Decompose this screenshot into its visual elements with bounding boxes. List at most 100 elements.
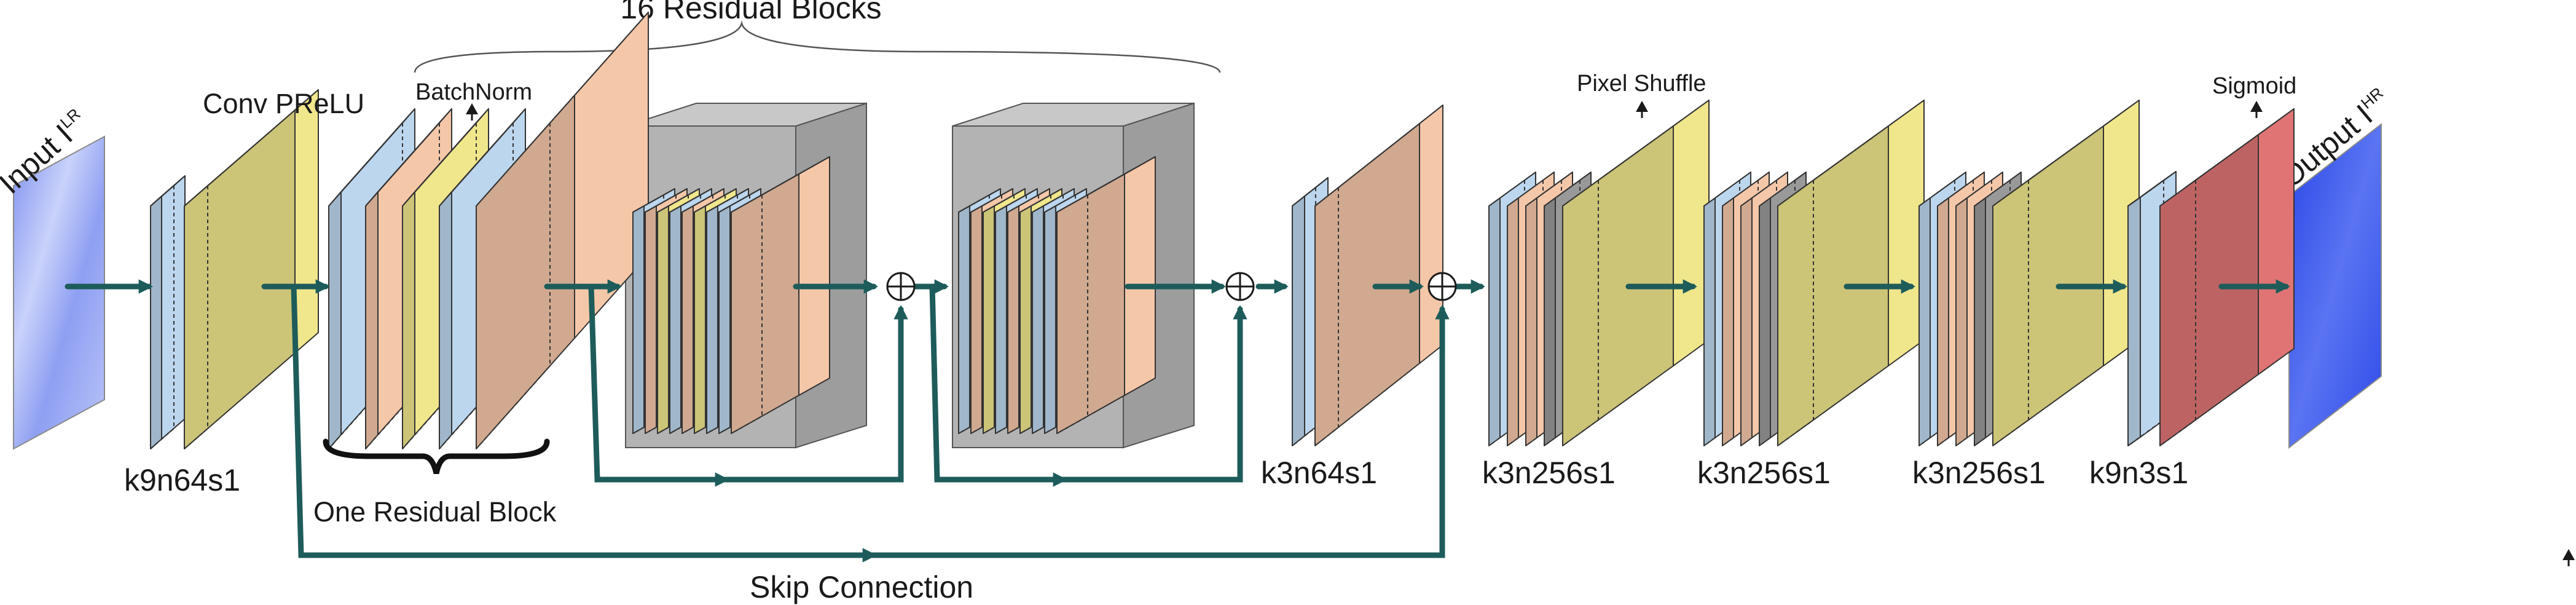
layer-spec-k9n64s1: k9n64s1 (124, 463, 240, 497)
residual-1-layer-8-hidden-edge (718, 195, 750, 434)
layer-spec-k3n64s1: k3n64s1 (1261, 456, 1377, 490)
residual-2-layer-3-hidden-edge (983, 195, 1015, 434)
initial-layer-1-edge (150, 196, 162, 449)
residual-2-layer-3-edge (983, 205, 995, 434)
residual-2-layer-9-face (1124, 156, 1156, 396)
residual-1-layer-8-top (718, 188, 761, 213)
residual-2-layer-4-hidden-edge (995, 195, 1027, 434)
initial-layer-1-top (150, 175, 186, 207)
upsample-3-layer-5-top (1992, 100, 2140, 207)
residual-2-layer-8-edge (1044, 205, 1056, 434)
residual-2-layer-9-hidden-edge (1056, 195, 1088, 434)
upsample-1-layer-4-edge (1544, 197, 1556, 446)
sum-node-3 (1427, 272, 1457, 301)
residual-1-layer-4-hidden-edge (669, 195, 701, 434)
upsample-3-layer-3-edge (1955, 197, 1968, 446)
residual-2-layer-3-top (983, 188, 1026, 213)
pixel-shuffle-pointer-icon (1636, 101, 1648, 112)
residual-1-layer-2-top (645, 188, 688, 213)
residual-skip-1 (588, 283, 908, 483)
corner-pointer-icon (2562, 549, 2575, 560)
sum-node-1 (886, 272, 916, 301)
top-brace (414, 20, 1221, 73)
skip-connection-label: Skip Connection (750, 570, 973, 604)
upsample-2-layer-3-edge (1740, 197, 1753, 446)
residual-2-layer-1-edge (958, 205, 970, 434)
arrow-group (65, 279, 2291, 563)
residual-1-layer-5-edge (681, 205, 694, 434)
final-layer-1-edge (2127, 197, 2141, 446)
residual-2-layer-1-top (958, 188, 1001, 213)
final-layer-2-slab (2159, 108, 2295, 446)
one-residual-block-brace (323, 438, 550, 475)
residual-2-layer-1-hidden-edge (958, 195, 990, 434)
residual-1-layer-1-top (632, 188, 675, 213)
post-residual-layer-2-face (1419, 105, 1443, 364)
residual-2-layer-9-edge (1056, 173, 1125, 434)
residual-2-layer-2-edge (970, 205, 983, 434)
residual-1-layer-5-hidden-edge (681, 195, 713, 434)
residual-2-layer-4-top (995, 188, 1038, 213)
upsample-3-layer-5-hidden-edge (1992, 180, 2029, 446)
residual-skip-2 (929, 283, 1247, 483)
residual-1-layer-7-hidden-edge (706, 195, 738, 434)
residual-1-layer-9-face (798, 156, 830, 396)
residual-1-layer-5-top (681, 188, 724, 213)
final-layer-2-top (2159, 108, 2295, 207)
upsample-1-layer-5-top (1562, 100, 1710, 207)
post-residual-layer-2-slab (1314, 105, 1443, 446)
post-residual-layer-1-edge (1292, 196, 1305, 446)
residual-1-layer-6-top (694, 188, 737, 213)
residual-1-layer-8-edge (718, 205, 731, 434)
residual-1-layer-1-edge (632, 205, 645, 434)
residual-block-layer-4-edge (439, 191, 452, 449)
upsample-1-layer-5-slab (1562, 100, 1710, 446)
upsample-1-layer-5-hidden-edge (1562, 180, 1599, 446)
residual-block-layer-2-top (365, 108, 452, 207)
residual-1-layer-3-edge (657, 205, 669, 434)
batchnorm-label: BatchNorm (415, 79, 532, 105)
residual-1-layer-9-slab (731, 156, 830, 434)
input-lr-image (13, 135, 105, 450)
layer-spec-k3n256s1-c: k3n256s1 (1912, 456, 2046, 490)
upsample-2-layer-1-edge (1703, 197, 1716, 446)
residual-block-layer-4-top (439, 108, 526, 207)
residual-1-layer-7-edge (706, 205, 718, 434)
post-residual-layer-1-top (1292, 177, 1329, 207)
one-residual-block-label: One Residual Block (313, 496, 557, 528)
residual-1-layer-9-top (731, 156, 830, 213)
upsample-1-layer-2-edge (1507, 197, 1519, 446)
residual-1-layer-6-edge (694, 205, 706, 434)
residual-1-layer-6-hidden-edge (694, 195, 726, 434)
upsample-3-layer-1-edge (1918, 197, 1931, 446)
upsample-2-layer-5-slab (1777, 100, 1925, 446)
conv-label: Conv (203, 88, 268, 119)
residual-2-layer-7-edge (1032, 205, 1044, 434)
upsample-2-layer-5-hidden-edge (1777, 180, 1814, 446)
residual-1-layer-9-hidden-edge (731, 195, 763, 434)
residual-2-layer-7-top (1032, 188, 1075, 213)
initial-layer-1-slab (150, 175, 186, 449)
residual-2-layer-6-top (1019, 188, 1062, 213)
upsample-3-layer-2-edge (1937, 197, 1949, 446)
residual-block-layer-2-edge (365, 191, 379, 449)
residual-block-layer-5-slab (476, 12, 649, 449)
residual-2-layer-6-edge (1019, 205, 1032, 434)
residual-2-layer-9-top (1056, 156, 1156, 213)
residual-1-layer-2-edge (645, 205, 657, 434)
residual-2-layer-5-edge (1007, 205, 1019, 434)
upsample-3-layer-5-slab (1992, 100, 2140, 446)
residual-2-layer-5-hidden-edge (1007, 195, 1039, 434)
residual-2-layer-8-hidden-edge (1044, 195, 1076, 434)
layer-group (150, 12, 2295, 449)
residual-2-layer-6-hidden-edge (1019, 195, 1051, 434)
residual-2-layer-8-top (1044, 188, 1087, 213)
residual-block-layer-3-edge (402, 191, 415, 449)
batchnorm-pointer-icon (466, 103, 478, 114)
sum-node-2 (1225, 272, 1255, 301)
residual-2-layer-2-top (970, 188, 1013, 213)
residual-block-layer-3-top (402, 108, 489, 207)
residual-2-layer-5-top (1007, 188, 1050, 213)
residual-1-layer-2-hidden-edge (645, 195, 677, 434)
